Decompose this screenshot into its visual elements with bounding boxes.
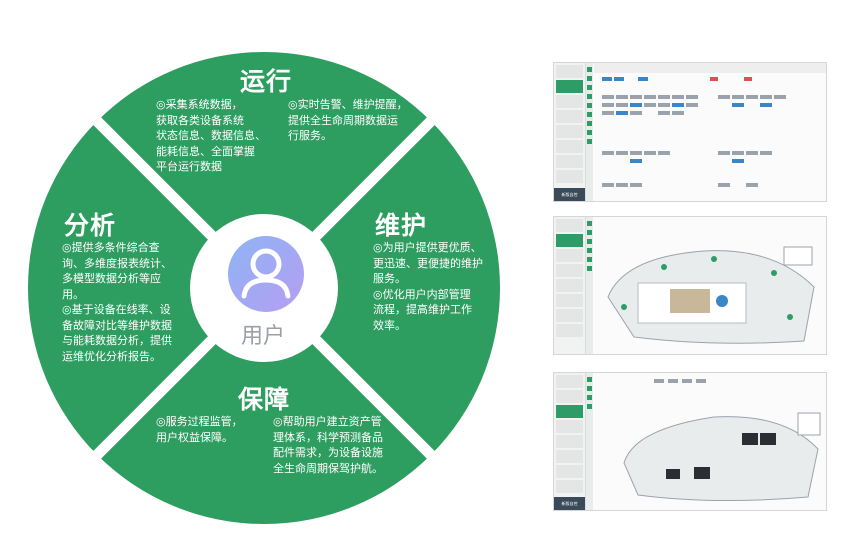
- section-title-guarantee: 保障: [238, 385, 291, 414]
- section-maintain-text: ◎为用户提供更优质、 更迅速、更便捷的维护 服务。 ◎优化用户内部管理 流程，提…: [373, 241, 483, 332]
- section-analysis-text: ◎提供多条件综合查 询、多维度报表统计、 多模型数据分析等应 用。 ◎基于设备在…: [62, 241, 172, 363]
- thumb-grid-graphic: [602, 77, 786, 187]
- thumb-sidebar: [554, 217, 586, 354]
- thumb-sidebar-footer: 新版自控: [554, 188, 585, 201]
- thumb-dashboard-grid: [594, 63, 826, 201]
- section-run-text-2: ◎实时告警、维护提醒， 提供全生命周期数据运 行服务。: [288, 98, 408, 142]
- thumb-sidebar: 新版自控: [554, 373, 586, 510]
- thumb-sidebar: 新版自控: [554, 63, 586, 201]
- section-run-text-1: ◎采集系统数据， 获取各类设备系统 状态信息、数据信息、 能耗信息、全面掌握 平…: [156, 98, 266, 173]
- section-title-analysis: 分析: [64, 211, 117, 240]
- section-title-maintain: 维护: [375, 211, 428, 240]
- screenshot-panel-3: 新版自控: [553, 372, 827, 511]
- thumb-floor-map: [594, 217, 826, 354]
- thumb-floor-map: [594, 373, 826, 510]
- screenshot-panel-1: 新版自控: [553, 62, 827, 202]
- center-user-label: 用户: [240, 324, 285, 349]
- screenshot-panel-2: [553, 216, 827, 355]
- section-guarantee-text-1: ◎服务过程监管， 用户权益保障。: [156, 415, 243, 444]
- thumb-floorplan-graphic: [623, 379, 821, 502]
- section-title-run: 运行: [240, 67, 293, 96]
- user-icon: [228, 236, 304, 312]
- thumb-sidebar-footer: 新版自控: [554, 497, 585, 510]
- thumb-floorplan-graphic: [607, 246, 815, 344]
- section-guarantee-text-2: ◎帮助用户建立资产管 理体系，科学预测备品 配件需求，为设备设施 全生命周期保驾…: [273, 415, 383, 475]
